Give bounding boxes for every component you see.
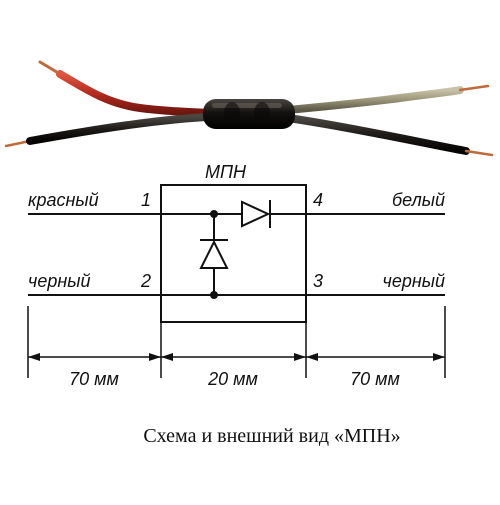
diode-shunt xyxy=(199,239,229,269)
black-wire-right xyxy=(284,114,494,157)
junction-dot-top xyxy=(210,210,218,218)
schematic xyxy=(28,184,445,323)
module-title: МПН xyxy=(205,162,247,182)
black-wire-left xyxy=(4,113,216,148)
beige-wire xyxy=(284,84,490,114)
pin-label-4: 4 xyxy=(313,190,323,210)
dimension-lines xyxy=(27,306,446,378)
diode-series xyxy=(241,200,271,228)
wire-label-right-top: белый xyxy=(392,190,445,210)
wire-label-left-bottom: черный xyxy=(28,271,91,291)
wire-label-right-bottom: черный xyxy=(383,271,446,291)
pin-label-3: 3 xyxy=(313,271,323,291)
wire-label-left-top: красный xyxy=(28,190,99,210)
dimension-label-right: 70 мм xyxy=(350,369,400,389)
dimension-label-left: 70 мм xyxy=(69,369,119,389)
pin-label-1: 1 xyxy=(141,190,151,210)
dimension-arrows xyxy=(28,353,445,361)
figure-caption: Схема и внешний вид «МПН» xyxy=(143,425,400,447)
module-body xyxy=(203,99,295,129)
dimension-label-middle: 20 мм xyxy=(207,369,258,389)
red-wire xyxy=(38,60,216,117)
pin-label-2: 2 xyxy=(140,271,151,291)
module-box xyxy=(160,184,307,323)
junction-dot-bottom xyxy=(210,291,218,299)
module-photo xyxy=(4,60,494,157)
